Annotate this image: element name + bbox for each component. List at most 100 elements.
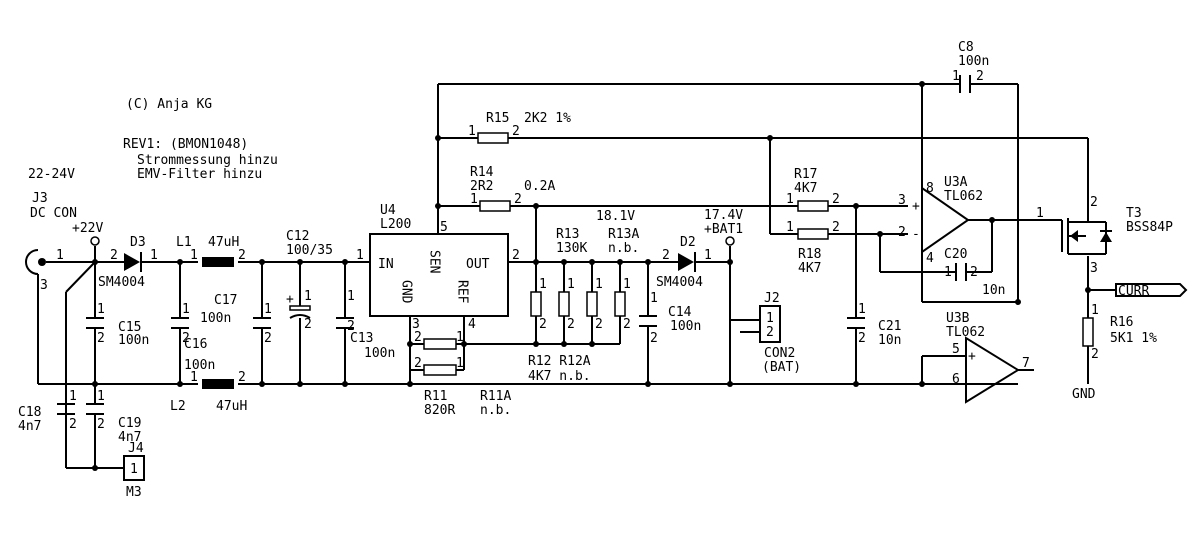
u4-pin5: 5 [440, 220, 448, 235]
d3-ref: D3 [130, 235, 146, 250]
r18-value: 4K7 [798, 261, 821, 276]
c21-ref: C21 [878, 319, 901, 334]
c21-pin1: 1 [858, 302, 866, 317]
r11-ref: R11 [424, 389, 447, 404]
j3-ref: J3 [32, 191, 48, 206]
r14-ref: R14 [470, 165, 494, 180]
resistor-r18: R18 4K7 1 2 [786, 220, 840, 276]
inductor-l1: L1 47uH 1 2 [176, 235, 246, 267]
r13a-pin1: 1 [623, 277, 631, 292]
r11-pin1: 1 [456, 330, 464, 345]
u4-gnd-label: GND [399, 280, 414, 304]
d2-ref: D2 [680, 235, 696, 250]
capacitor-c15: C15 100n 1 2 [86, 302, 149, 348]
testpoint-bat1: +BAT1 [704, 222, 743, 246]
r12-value: 4K7 n.b. [528, 369, 591, 384]
u3b-pin7: 7 [1022, 356, 1030, 371]
capacitor-c19: C19 4n7 1 2 [86, 389, 141, 445]
r17-value: 4K7 [794, 181, 817, 196]
resistor-r11: 2 1 [414, 330, 464, 350]
r13-value: 130K [556, 241, 587, 256]
testpoint-22v: +22V [72, 221, 103, 246]
net-18.1v-label: 18.1V [596, 209, 635, 224]
l2-value: 47uH [216, 399, 247, 414]
c17-pin2: 2 [264, 331, 272, 346]
connector-j4: 1 J4 M3 [123, 441, 145, 500]
revision-note-2: EMV-Filter hinzu [137, 167, 262, 182]
r18-ref: R18 [798, 247, 821, 262]
l2-pin2: 2 [238, 370, 246, 385]
connector-j3: J3 DC CON 1 3 [25, 191, 77, 293]
resistor-r15: R15 2K2 1% 1 2 [468, 111, 571, 144]
u4-ref: U4 [380, 203, 396, 218]
r13a-value: n.b. [608, 241, 639, 256]
connector-j2: J2 1 2 CON2 (BAT) [759, 291, 801, 375]
r16-ref: R16 [1110, 315, 1133, 330]
u3b-minus: - [968, 377, 976, 392]
c12-pin2: 2 [304, 317, 312, 332]
net-22v-label: +22V [72, 221, 103, 236]
j3-pin3: 3 [40, 278, 48, 293]
c17-value: 100n [200, 311, 231, 326]
r16-pin1: 1 [1091, 303, 1099, 318]
revision-text: REV1: (BMON1048) [123, 137, 248, 152]
l1-pin2: 2 [238, 248, 246, 263]
c21-pin2: 2 [858, 331, 866, 346]
u3a-pin3: 3 [898, 193, 906, 208]
r13a-pin2: 2 [623, 317, 631, 332]
j4-value: M3 [126, 485, 142, 500]
r12-pin1: 1 [539, 277, 547, 292]
r18-pin2: 2 [832, 220, 840, 235]
u3b-value: TL062 [946, 325, 985, 340]
c15-value: 100n [118, 333, 149, 348]
r11a-ref: R11A [480, 389, 511, 404]
c13-ref: C13 [350, 331, 373, 346]
resistor-r17: R17 4K7 1 2 [786, 167, 840, 212]
c14-value: 100n [670, 319, 701, 334]
r15-ref: R15 [486, 111, 509, 126]
revision-note-1: Strommessung hinzu [137, 153, 278, 168]
c8-pin1: 1 [952, 69, 960, 84]
r16-value: 5K1 1% [1110, 331, 1157, 346]
resistor-r13a: 1 2 R13A n.b. [608, 227, 639, 332]
c13-pin1: 1 [347, 289, 355, 304]
t3-pin2: 2 [1090, 195, 1098, 210]
opamp-u3a: + - U3A TL062 3 2 1 8 4 [898, 175, 1044, 266]
r13a-ref: R13A [608, 227, 639, 242]
opamp-u3b: + - U3B TL062 5 6 7 [946, 311, 1030, 404]
c12-ref: C12 [286, 229, 309, 244]
inductor-l2: L2 47uH 1 2 [170, 370, 247, 414]
u4-pin1: 1 [356, 248, 364, 263]
j2-sub: (BAT) [762, 360, 801, 375]
voltage-range-label: 22-24V [28, 167, 75, 182]
regulator-u4: U4 L200 IN OUT SEN GND REF 1 2 5 3 4 [356, 203, 520, 332]
r13-pin2: 2 [567, 317, 575, 332]
c18-ref: C18 [18, 405, 41, 420]
r11a-pin1: 1 [456, 356, 464, 371]
curr-label: CURR [1118, 284, 1149, 299]
c12-polarity: + [286, 292, 294, 307]
u3b-pin5: 5 [952, 342, 960, 357]
l1-ref: L1 [176, 235, 192, 250]
u4-in-label: IN [378, 257, 394, 272]
d3-value: SM4004 [98, 275, 145, 290]
diode-d2: D2 SM4004 2 1 [656, 235, 712, 290]
r11-value: 820R [424, 403, 455, 418]
j2-pin1: 1 [766, 311, 774, 326]
wires [37, 83, 1116, 469]
c18-pin1: 1 [69, 389, 77, 404]
resistor-r13: 1 2 R13 130K [556, 227, 587, 332]
r15-pin1: 1 [468, 124, 476, 139]
capacitor-c16: C16 100n 1 2 [171, 302, 215, 373]
c15-pin1: 1 [97, 302, 105, 317]
r15-value: 2K2 1% [524, 111, 571, 126]
c16-pin2: 2 [182, 331, 190, 346]
r15-pin2: 2 [512, 124, 520, 139]
u3a-plus: + [912, 199, 920, 214]
resistor-r14: R14 2R2 1 2 0.2A [470, 165, 555, 212]
r11a-pin2: 2 [414, 356, 422, 371]
r12-ref: R12 R12A [528, 354, 591, 369]
c15-ref: C15 [118, 320, 141, 335]
u4-sen-label: SEN [427, 250, 442, 273]
